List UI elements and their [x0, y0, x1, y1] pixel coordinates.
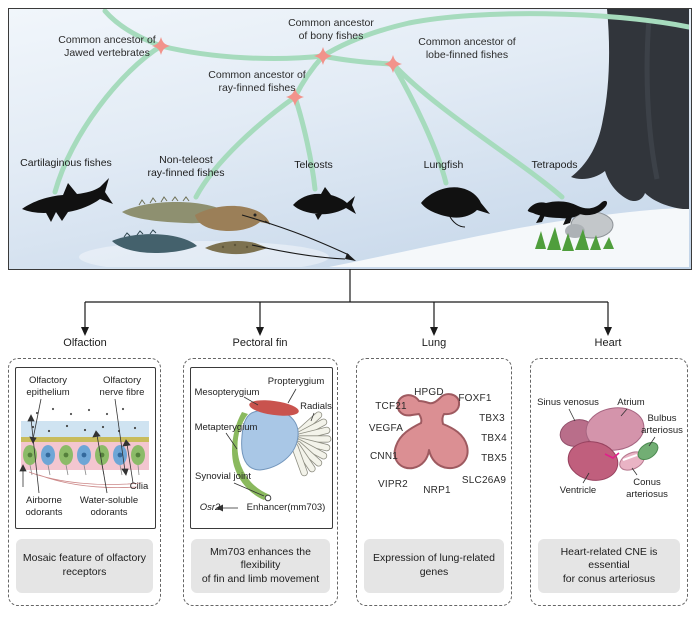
enhancer-arrowhead [216, 504, 223, 512]
panel-title-olfaction: Olfaction [63, 337, 107, 349]
olfaction-diagram [19, 398, 149, 494]
label-sinus-venosus: Sinus venosus [537, 397, 599, 408]
mesopterygium-shape [241, 408, 299, 471]
non-teleost-fishes-icon [112, 196, 271, 255]
olfaction-summary-box: Mosaic feature of olfactory receptors [16, 539, 153, 593]
gene-label-hpgd: HPGD [414, 387, 444, 398]
species-label-teleosts: Teleosts [294, 159, 333, 171]
label-conus-arteriosus: Conus arteriosus [626, 477, 668, 500]
light-pool [79, 241, 329, 269]
gene-label-tbx4: TBX4 [481, 433, 507, 444]
nerve-fibres [28, 471, 142, 488]
tree-trunk-icon [571, 9, 689, 209]
gene-label-nrp1: NRP1 [423, 485, 451, 496]
label-bulbus-arteriosus: Bulbus arteriosus [641, 413, 683, 436]
funnel-arrows [241, 214, 356, 261]
lung-shape [393, 393, 469, 470]
phylogeny-illustration [22, 9, 691, 269]
grass-icon [535, 227, 614, 251]
panel-pectoral-fin: Mesopterygium Propterygium Radials Metap… [183, 358, 338, 606]
fin-diagram [216, 388, 332, 512]
species-label-non-teleost: Non-teleost ray-finned fishes [147, 154, 225, 179]
gene-label-cnn1: CNN1 [369, 451, 399, 462]
label-mesopterygium: Mesopterygium [194, 387, 260, 398]
atrium-shape [585, 407, 645, 451]
label-ventricle: Ventricle [559, 485, 597, 496]
species-label-tetrapods: Tetrapods [531, 159, 578, 171]
species-label-lungfish: Lungfish [423, 159, 464, 171]
species-label-cartilaginous: Cartilaginous fishes [20, 157, 112, 169]
label-olfactory-nerve-fibre: Olfactory nerve fibre [99, 375, 145, 398]
olfactory-cells [23, 445, 145, 476]
teleost-silhouette-icon [293, 187, 356, 220]
heart-summary-box: Heart-related CNE is essential for conus… [538, 539, 680, 593]
label-metapterygium: Metapterygium [194, 422, 258, 433]
heart-diagram [559, 407, 659, 484]
panel-title-heart: Heart [594, 337, 622, 349]
gene-label-vipr2: VIPR2 [378, 479, 408, 490]
label-propterygium: Propterygium [267, 376, 325, 387]
label-water-soluble-odorants: Water-soluble odorants [79, 495, 139, 518]
connector-arrows [81, 269, 612, 336]
panel-olfaction: Olfactory epithelium Olfactory nerve fib… [8, 358, 161, 606]
ancestor-label-bony: Common ancestor of bony fishes [288, 17, 374, 42]
lungfish-silhouette-icon [421, 187, 490, 228]
heart-label-arrows [568, 408, 656, 484]
panel-title-pectoral-fin: Pectoral fin [232, 337, 288, 349]
ancestor-label-ray: Common ancestor of ray-finned fishes [208, 69, 306, 94]
label-cilia: Cilia [129, 481, 149, 492]
ancestor-label-lobe: Common ancestor of lobe-finned fishes [418, 36, 516, 61]
label-airborne-odorants: Airborne odorants [25, 495, 63, 518]
propterygium-shape [249, 400, 299, 416]
panel-title-lung: Lung [421, 337, 447, 349]
panel-heart: Sinus venosus Atrium Bulbus arteriosus V… [530, 358, 688, 606]
lung-summary-box: Expression of lung-related genes [364, 539, 504, 593]
rock-icon [565, 211, 614, 239]
fin-summary-box: Mm703 enhances the flexibility of fin an… [191, 539, 330, 593]
gene-label-foxf1: FOXF1 [458, 393, 492, 404]
label-olfactory-epithelium: Olfactory epithelium [26, 375, 70, 398]
label-synovial-joint: Synovial joint [195, 471, 251, 482]
olfaction-label-arrows [19, 398, 134, 494]
shark-silhouette-icon [22, 178, 113, 222]
shore-shape [329, 208, 689, 267]
phylogeny-panel: Common ancestor of Jawed vertebrates Com… [8, 8, 692, 270]
bulbus-arteriosus-shape [637, 441, 659, 461]
gene-label-tbx3: TBX3 [479, 413, 505, 424]
metapterygium-shape [231, 412, 270, 500]
panel-lung: HPGD FOXF1 TCF21 TBX3 VEGFA TBX4 CNN1 TB… [356, 358, 512, 606]
gene-label-vegfa: VEGFA [368, 423, 404, 434]
ancestor-label-jawed: Common ancestor of Jawed vertebrates [58, 34, 156, 59]
synovial-joint-shape [264, 494, 272, 502]
label-atrium: Atrium [617, 397, 645, 408]
cne-mark [604, 452, 620, 459]
gene-label-slc26a9: SLC26A9 [461, 475, 507, 486]
gene-label-tcf21: TCF21 [375, 401, 407, 412]
gene-label-tbx5: TBX5 [481, 453, 507, 464]
ventricle-shape [567, 441, 619, 481]
label-radials: Radials [300, 401, 332, 412]
cilia-layer [21, 437, 149, 442]
tetrapod-silhouette-icon [527, 200, 608, 225]
flow-arrow [622, 454, 638, 461]
label-osr2: Osr2 [199, 502, 221, 513]
fin-label-arrows [223, 388, 315, 509]
fin-radials [291, 411, 332, 477]
lung-diagram [393, 393, 469, 470]
label-enhancer-mm703: Enhancer(mm703) [246, 502, 326, 513]
